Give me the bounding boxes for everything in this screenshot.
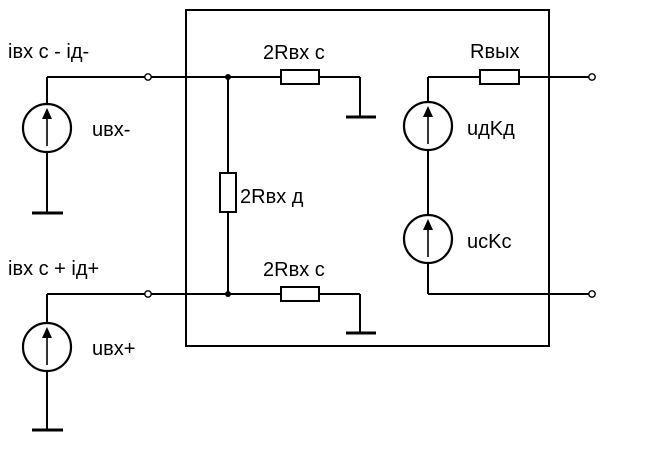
label-differential-gain-source: uдKд — [467, 118, 515, 140]
resistor-differential — [219, 172, 237, 213]
label-resistor-output: Rвых — [470, 41, 519, 63]
label-input-current-plus: iвх с + iд+ — [8, 258, 99, 280]
input-source-minus — [21, 76, 146, 215]
input-source-plus — [21, 293, 146, 432]
label-input-voltage-minus: uвх- — [92, 119, 130, 141]
resistor-common-top — [280, 69, 320, 85]
label-resistor-common-top: 2Rвх с — [263, 42, 325, 64]
resistor-output — [479, 69, 520, 85]
resistor-common-bottom — [280, 286, 320, 302]
output-terminal-bottom[interactable] — [588, 290, 596, 298]
junction-top — [225, 74, 231, 80]
source-differential-gain — [402, 100, 454, 152]
label-input-current-minus: iвх с - iд- — [8, 41, 89, 63]
label-input-voltage-plus: uвх+ — [92, 338, 135, 360]
label-common-gain-source: uсKс — [467, 231, 511, 253]
source-common-gain — [402, 213, 454, 265]
input-terminal-plus[interactable] — [144, 290, 152, 298]
output-terminal-top[interactable] — [588, 73, 596, 81]
label-resistor-differential: 2Rвх д — [240, 186, 304, 208]
amplifier-box — [185, 9, 550, 347]
label-resistor-common-bottom: 2Rвх с — [263, 259, 325, 281]
input-terminal-minus[interactable] — [144, 73, 152, 81]
